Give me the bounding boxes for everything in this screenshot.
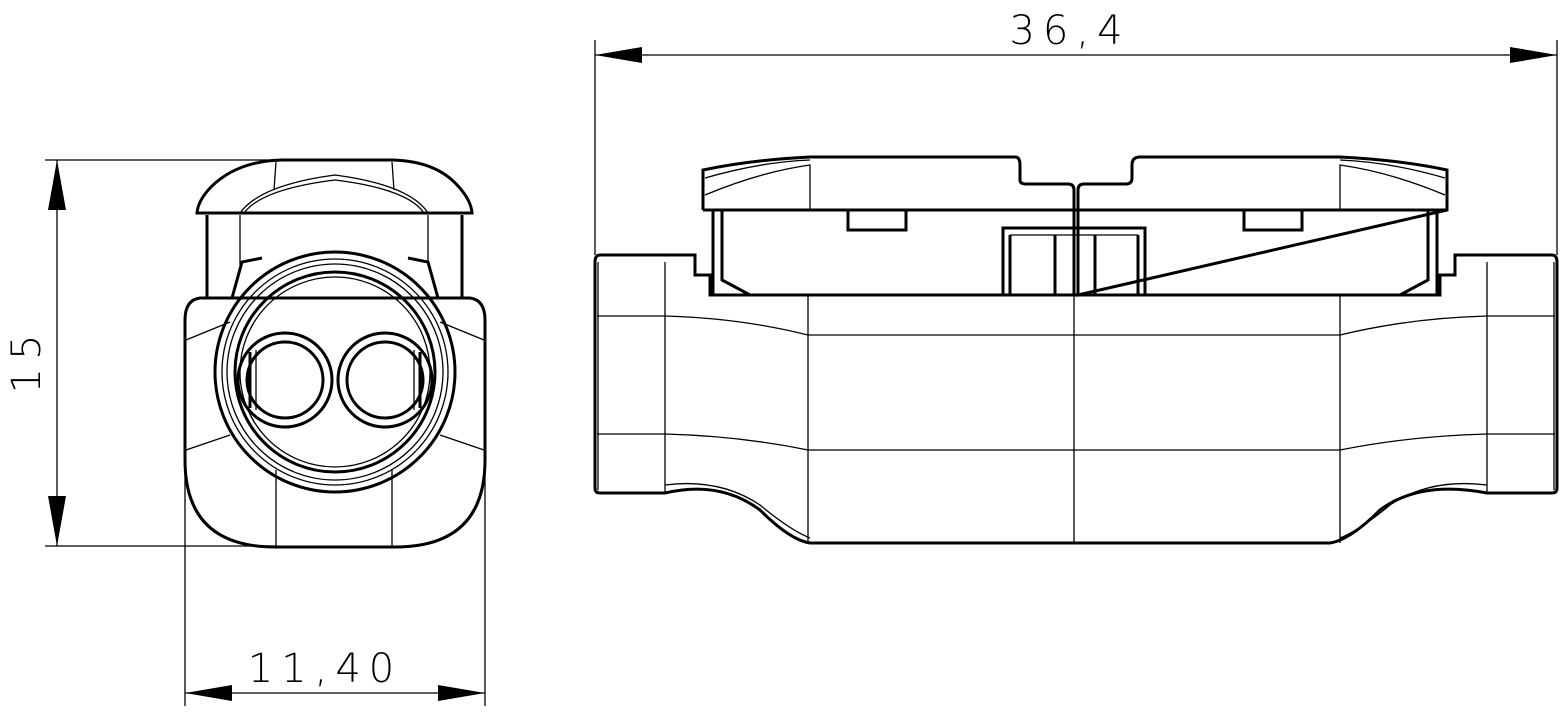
body-outline-side bbox=[593, 253, 1559, 545]
wire-entry-left bbox=[236, 331, 334, 429]
cap-outline bbox=[195, 158, 474, 215]
height-dimension: 15 bbox=[4, 159, 276, 547]
wire-entry-right bbox=[336, 331, 434, 429]
body-outline bbox=[183, 296, 487, 549]
lid-outline bbox=[701, 155, 1449, 297]
side-view bbox=[593, 155, 1559, 545]
front-view bbox=[183, 158, 487, 549]
height-dimension-label: 15 bbox=[4, 327, 50, 394]
length-dimension: 36,4 bbox=[594, 8, 1558, 255]
width-dimension-label: 11,40 bbox=[248, 646, 403, 692]
length-dimension-label: 36,4 bbox=[1009, 8, 1130, 54]
width-dimension: 11,40 bbox=[184, 460, 486, 706]
